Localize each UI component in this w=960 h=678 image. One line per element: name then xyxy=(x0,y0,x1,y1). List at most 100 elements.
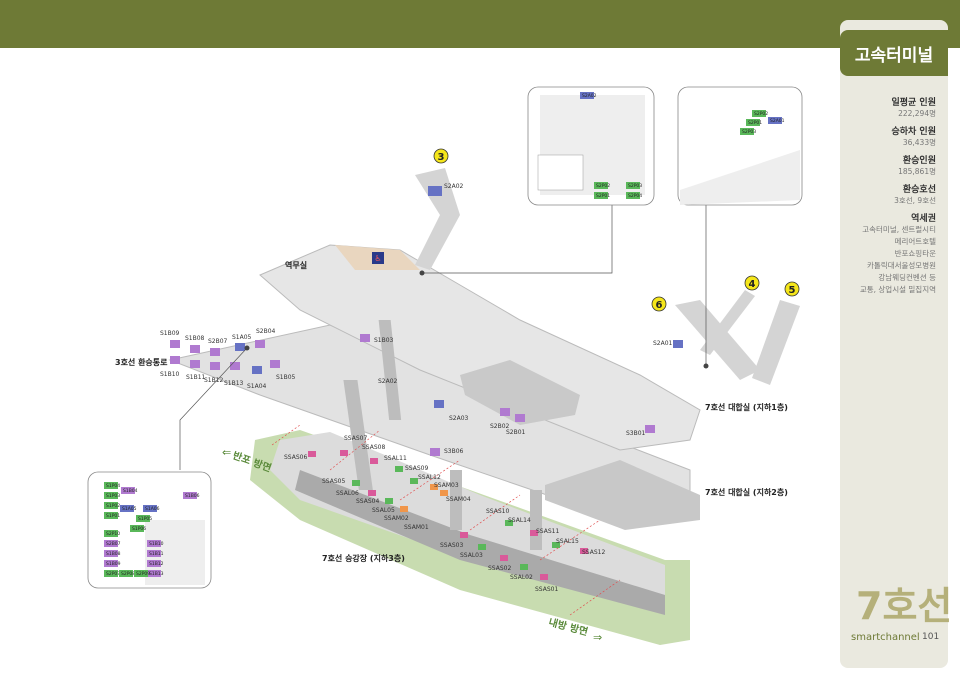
area-line: 고속터미널, 센트럴시티 xyxy=(862,225,936,234)
stat-label: 승하차 인원 xyxy=(891,127,936,137)
inset-sign xyxy=(594,192,608,199)
sign-label: S3B01 xyxy=(626,430,646,437)
inset-sign-label: S2P10 xyxy=(106,531,120,537)
inset-sign xyxy=(147,540,161,547)
inset-sign xyxy=(104,540,118,547)
inset-sign xyxy=(104,560,118,567)
concourse-b1-block xyxy=(460,360,580,425)
sign-marker xyxy=(190,345,200,353)
arrow-left-icon: ⇐ xyxy=(222,446,231,459)
sign-label: S2A02 xyxy=(444,183,464,190)
area-line: 반포쇼핑타운 xyxy=(894,249,936,258)
area-line: 메리어트호텔 xyxy=(894,237,936,246)
inset-sign-label: S1B12 xyxy=(149,561,164,567)
inset-sign-label: S1B11 xyxy=(149,551,164,557)
sign-label: S1B12 xyxy=(204,377,224,384)
inset-sign xyxy=(580,92,594,99)
sign-marker xyxy=(515,414,525,422)
stat-value: 185,861명 xyxy=(898,167,936,176)
sign-marker xyxy=(500,555,508,561)
inset-sign-label: S2P01 xyxy=(596,193,610,199)
section-line xyxy=(399,459,461,501)
sign-marker xyxy=(370,458,378,464)
stat-value: 222,294명 xyxy=(898,109,936,118)
sign-label: SSAL03 xyxy=(460,552,483,559)
inset-sign-label: S2A02 xyxy=(582,93,597,99)
arrow-right-icon: ⇒ xyxy=(593,631,602,644)
sign-marker xyxy=(170,356,180,364)
sign-marker xyxy=(352,480,360,486)
sign-marker xyxy=(430,484,438,490)
inset-sign-label: S2P03 xyxy=(742,129,756,135)
stat-value: 3호선, 9호선 xyxy=(894,196,936,205)
inset-sign xyxy=(594,182,608,189)
exit-5-number: 5 xyxy=(789,285,796,296)
inset-sign xyxy=(119,570,133,577)
sign-label: SSAS05 xyxy=(322,478,345,485)
inset-sign xyxy=(147,550,161,557)
inset-sign xyxy=(147,560,161,567)
inset-sign xyxy=(104,530,118,537)
stair-column xyxy=(343,380,373,490)
inset-sign xyxy=(183,492,197,499)
sign-marker xyxy=(460,532,468,538)
inset-sign-label: S2P07 xyxy=(106,571,120,577)
stair-column xyxy=(450,470,462,530)
sign-label: SSAS07 xyxy=(344,435,367,442)
inset-sign xyxy=(626,192,640,199)
stat-label: 환승호선 xyxy=(902,185,936,195)
sign-marker xyxy=(385,498,393,504)
sign-label: S1B08 xyxy=(185,335,205,342)
sign-marker xyxy=(505,520,513,526)
exit-4-number: 4 xyxy=(749,279,756,290)
exit-6-number: 6 xyxy=(656,300,663,311)
sign-label: SSAL11 xyxy=(384,455,407,462)
stat-label: 일평균 인원 xyxy=(891,98,936,108)
inset-sign xyxy=(120,505,134,512)
station-map: 3 4 5 6 ♿ 역무실 3호선 환승통로 7호선 대합실 (지하1층) 7호… xyxy=(87,86,803,645)
page-number: 101 xyxy=(922,632,940,642)
sign-label: S2B07 xyxy=(208,338,228,345)
sign-marker xyxy=(210,348,220,356)
sign-marker xyxy=(520,564,528,570)
sign-label: SSAS04 xyxy=(356,498,379,505)
sign-label: SSAS03 xyxy=(440,542,463,549)
inset-sign-label: S1P03 xyxy=(106,493,120,499)
level-b2-label: 7호선 대합실 (지하2층) xyxy=(705,487,788,497)
inset-sign-label: S1P01 xyxy=(106,513,120,519)
side-panel xyxy=(840,20,948,668)
inset-sign xyxy=(136,515,150,522)
inset-sign-label: S2P02 xyxy=(596,183,610,189)
inset-sign xyxy=(147,570,161,577)
sign-marker xyxy=(440,490,448,496)
sign-marker xyxy=(530,530,538,536)
inset-sign-label: S2P04 xyxy=(628,193,642,199)
sign-label: S1B05 xyxy=(276,374,296,381)
sign-marker xyxy=(430,448,440,456)
platform-track xyxy=(295,470,665,615)
sign-marker xyxy=(410,478,418,484)
inset-sign xyxy=(104,550,118,557)
sign-label: SSAS08 xyxy=(362,444,385,451)
callout-dot xyxy=(703,363,709,369)
callout-dot xyxy=(244,345,250,351)
inset-sign-label: S1B04 xyxy=(123,488,138,494)
section-line xyxy=(271,424,301,446)
stat-label: 환승인원 xyxy=(902,156,936,166)
sign-label: S2B01 xyxy=(506,429,526,436)
inset-sign xyxy=(130,525,144,532)
inset-floor xyxy=(680,150,800,205)
inset-sign-label: S2P08 xyxy=(121,571,135,577)
restroom-icon xyxy=(372,252,384,264)
sign-label: SSAM03 xyxy=(434,482,459,489)
sign-marker xyxy=(340,450,348,456)
sign-marker xyxy=(428,186,442,196)
inset-sign-label: S1A06 xyxy=(145,506,160,512)
restroom-glyph: ♿ xyxy=(374,254,381,263)
stat-value: 36,433명 xyxy=(902,138,936,147)
sign-label: SSAS06 xyxy=(284,454,307,461)
sign-label: SSAL02 xyxy=(510,574,533,581)
sign-label: SSAS11 xyxy=(536,528,559,535)
sign-label: SSAM02 xyxy=(384,515,409,522)
sign-label: SSAL14 xyxy=(508,517,531,524)
